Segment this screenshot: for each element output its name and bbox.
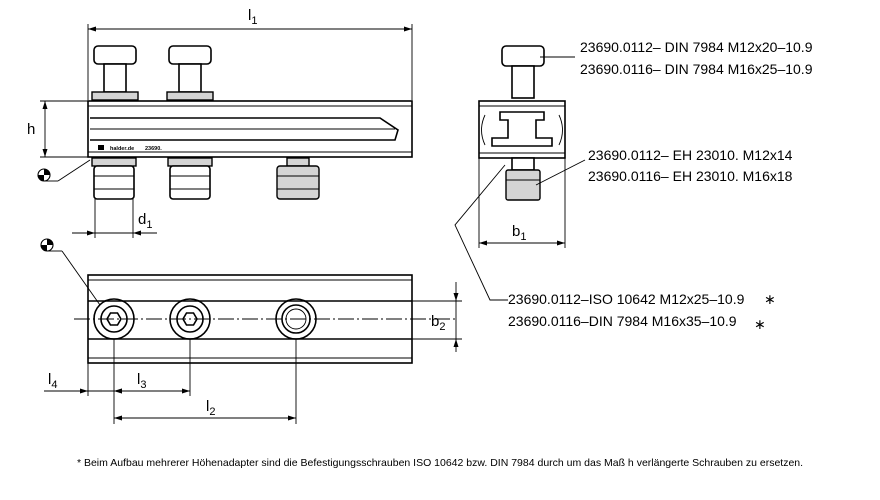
- dim-label-b2: b2: [431, 313, 445, 333]
- bottom-nut-left: [91, 157, 137, 200]
- datum-symbol-front: [37, 159, 91, 182]
- dim-l1: l1: [87, 7, 413, 100]
- side-body: [478, 100, 566, 159]
- dim-l2: l2: [114, 398, 296, 421]
- dim-label-h: h: [27, 121, 35, 138]
- top-screw-left: [91, 45, 139, 101]
- brand-marking: halder.de: [110, 146, 134, 152]
- dim-label-l2: l2: [206, 398, 215, 418]
- label-screw-din7984-m12: 23690.0112– DIN 7984 M12x20–10.9: [580, 39, 813, 55]
- dim-label-l1: l1: [248, 7, 257, 27]
- marking-square: [98, 145, 104, 150]
- datum-symbol-top: [40, 238, 101, 306]
- dim-b2: b2: [412, 282, 462, 352]
- label-screw-din7984-m16: 23690.0116– DIN 7984 M16x25–10.9: [580, 61, 813, 77]
- asterisk-din7984: ∗: [754, 316, 766, 332]
- dim-b1: b1: [478, 158, 566, 248]
- dim-label-d1: d1: [138, 211, 152, 231]
- label-tslot-nut-m16: 23690.0116– EH 23010. M16x18: [588, 168, 793, 184]
- dim-label-l4: l4: [48, 371, 57, 391]
- dim-h: h: [27, 100, 88, 158]
- top-view: b2 l4 l3 l2: [40, 238, 462, 424]
- top-screw-right: [166, 45, 214, 101]
- dim-l3: l3: [114, 371, 190, 394]
- footnote: * Beim Aufbau mehrerer Höhenadapter sind…: [76, 457, 804, 469]
- dim-label-b1: b1: [512, 223, 526, 243]
- dim-label-l3: l3: [137, 371, 146, 391]
- label-fastening-screw-iso10642: 23690.0112–ISO 10642 M12x25–10.9: [508, 291, 745, 307]
- bottom-nut-third: [276, 157, 320, 200]
- label-fastening-screw-din7984: 23690.0116–DIN 7984 M16x35–10.9: [508, 313, 737, 329]
- front-view: halder.de 23690. l1: [27, 7, 413, 238]
- asterisk-iso10642: ∗: [764, 291, 776, 307]
- bottom-nut-right: [167, 157, 213, 200]
- dim-d1: d1: [72, 199, 157, 238]
- article-marking: 23690.: [145, 146, 162, 152]
- side-view: b1: [454, 45, 586, 301]
- label-tslot-nut-m12: 23690.0112– EH 23010. M12x14: [588, 147, 793, 163]
- wedge-slot: [90, 117, 399, 141]
